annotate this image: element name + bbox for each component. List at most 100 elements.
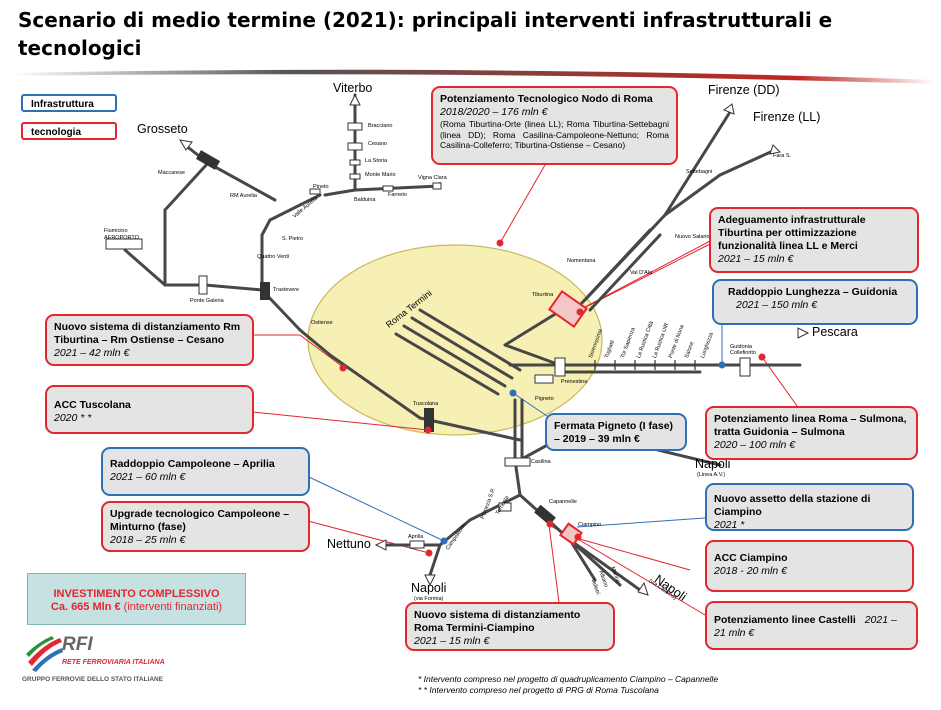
box-subtitle: 2021 – 60 mln € <box>110 471 186 483</box>
box-title: ACC Tuscolana <box>54 399 131 411</box>
station-s-pietro: S. Pietro <box>282 236 304 242</box>
box-title: Adeguamento infrastrutturale Tiburtina p… <box>718 214 866 252</box>
station-val-d-ala: Val D'Ala <box>630 270 653 276</box>
box-acc-ciampino: ACC Ciampino 2018 - 20 mln € <box>705 540 914 592</box>
box-fermata-pigneto: Fermata Pigneto (I fase) – 2019 – 39 mln… <box>545 413 687 451</box>
box-subtitle: 2021 – 15 mln € <box>414 635 490 647</box>
dest-napoli-av: Napoli <box>695 457 731 471</box>
dest-grosseto: Grosseto <box>137 122 188 136</box>
station-aprilia: Aprilia <box>408 534 424 540</box>
station-monte-mario: Monte Mario <box>365 172 396 178</box>
box-description: (Roma Tiburtina-Orte (linea LL); Roma Ti… <box>440 119 669 150</box>
legend-tecnologia: tecnologia <box>21 122 117 140</box>
dest-napoli-av-sub: (Linea A.V.) <box>697 472 726 478</box>
station-maccarese: Maccarese <box>158 170 185 176</box>
box-title: Nuovo sistema di distanziamento Rm Tibur… <box>54 321 241 346</box>
box-title: ACC Ciampino <box>714 552 788 564</box>
box-title: Nuovo sistema di distanziamento Roma Ter… <box>414 609 581 634</box>
station-capannelle: Capannelle <box>549 499 577 505</box>
station-quattro-venti: Quattro Venti <box>257 254 290 260</box>
box-assetto-ciampino: Nuovo assetto della stazione di Ciampino… <box>705 483 914 531</box>
box-potenziamento-castelli: Potenziamento linee Castelli 2021 – 21 m… <box>705 601 918 650</box>
box-subtitle: 2021 – 21 mln € <box>714 614 897 639</box>
box-adeguamento-tiburtina: Adeguamento infrastrutturale Tiburtina p… <box>709 207 919 273</box>
box-title: Potenziamento linea Roma – Sulmona, trat… <box>714 413 907 438</box>
station-ciampino: Ciampino <box>578 522 602 528</box>
station-cesano: Cesano <box>368 141 387 147</box>
dest-napoli-formia: Napoli <box>411 581 447 595</box>
investimento-amount-bold: Ca. 665 Mln € <box>50 601 121 613</box>
box-subtitle: 2020 * * <box>54 412 92 424</box>
station-fara-s: Fara S. <box>773 153 792 159</box>
station-tuscolana: Tuscolana <box>413 401 439 407</box>
box-subtitle: 2021 * <box>714 519 745 531</box>
fl2-ticks <box>594 360 696 370</box>
box-title: Nuovo assetto della stazione di Ciampino <box>714 493 871 518</box>
box-subtitle: 2021 – 15 mln € <box>718 253 794 265</box>
station-bracciano: Bracciano <box>368 123 393 129</box>
box-subtitle: 2018 – 25 mln € <box>110 534 186 546</box>
station-farneto: Farneto <box>388 192 407 198</box>
station-settebagni: Settebagni <box>686 169 713 175</box>
box-subtitle: 2018/2020 – 176 mln € <box>440 106 548 118</box>
rfi-logo-mark <box>26 636 63 672</box>
station-prenestina: Prenestina <box>561 379 588 385</box>
page-title: Scenario di medio termine (2021): princi… <box>18 8 833 60</box>
destination-arrows <box>179 93 810 596</box>
box-title: Raddoppio Lunghezza – Guidonia <box>728 286 898 298</box>
tiburtina-station-hatch <box>548 289 588 329</box>
station-vigna-clara: Vigna Clara <box>418 175 447 181</box>
station-rm-aurelia: RM Aurelia <box>230 193 257 199</box>
footnote-1: * Intervento compreso nel progetto di qu… <box>418 674 719 684</box>
investimento-title: INVESTIMENTO COMPLESSIVO <box>53 588 220 600</box>
box-title: Upgrade tecnologico Campoleone – Minturn… <box>110 508 290 533</box>
station-nodes-dark <box>195 150 556 526</box>
station-tiburtina: Tiburtina <box>532 292 554 298</box>
station-fiumicino: Fiumicino AEROPORTO <box>104 228 139 241</box>
station-pigneto: Pigneto <box>535 396 554 402</box>
box-subtitle: 2021 – 42 mln € <box>54 347 130 359</box>
footnotes: * Intervento compreso nel progetto di qu… <box>418 674 718 696</box>
box-potenziamento-nodo: Potenziamento Tecnologico Nodo di Roma 2… <box>431 86 678 165</box>
dest-firenze-dd: Firenze (DD) <box>708 83 780 97</box>
rfi-logo-group: GRUPPO FERROVIE DELLO STATO ITALIANE <box>22 676 164 683</box>
station-nomentana: Nomentana <box>567 258 596 264</box>
station-ostiense: Ostiense <box>311 320 333 326</box>
intervention-dots-red <box>339 239 766 557</box>
box-subtitle: 2018 - 20 mln € <box>714 565 787 577</box>
box-potenziamento-sulmona: Potenziamento linea Roma – Sulmona, trat… <box>705 406 918 460</box>
box-title: Fermata Pigneto (I fase) – 2019 – 39 mln… <box>554 420 674 445</box>
station-casilina: Casilina <box>531 459 551 465</box>
dest-pescara: Pescara <box>812 325 858 339</box>
dest-viterbo: Viterbo <box>333 81 373 95</box>
dest-firenze-ll: Firenze (LL) <box>753 110 821 124</box>
header-rule <box>10 69 935 84</box>
box-distanziamento-ciampino: Nuovo sistema di distanziamento Roma Ter… <box>405 602 615 651</box>
investimento-amount: Ca. 665 Mln € (interventi finanziati) <box>28 601 245 614</box>
box-raddoppio-lunghezza: Raddoppio Lunghezza – Guidonia 2021 – 15… <box>712 279 918 325</box>
box-distanziamento-tiburtina: Nuovo sistema di distanziamento Rm Tibur… <box>45 314 254 366</box>
rail-tracks <box>123 93 802 592</box>
station-guidonia: Guidonia Collefiorito <box>730 344 756 356</box>
station-nuovo-salario: Nuovo Salario <box>675 234 710 240</box>
investimento-complessivo: INVESTIMENTO COMPLESSIVO Ca. 665 Mln € (… <box>27 573 246 625</box>
legend-infrastruttura: Infrastruttura <box>21 94 117 112</box>
box-title: Raddoppio Campoleone – Aprilia <box>110 458 275 470</box>
box-title: Potenziamento Tecnologico Nodo di Roma <box>440 93 653 105</box>
station-trastevere: Trastevere <box>273 287 300 293</box>
rfi-logo-sub: RETE FERROVIARIA ITALIANA <box>62 659 165 666</box>
box-subtitle: 2020 – 100 mln € <box>714 439 796 451</box>
box-acc-tuscolana: ACC Tuscolana 2020 * * <box>45 385 254 434</box>
station-markers <box>105 122 751 549</box>
intervention-dots-blue <box>440 361 726 545</box>
box-raddoppio-campoleone: Raddoppio Campoleone – Aprilia 2021 – 60… <box>101 447 310 496</box>
station-pineto: Pineto <box>313 184 329 190</box>
dest-nettuno: Nettuno <box>327 537 371 551</box>
box-title: Potenziamento linee Castelli <box>714 614 856 626</box>
station-la-storia: La Storia <box>365 158 388 164</box>
roma-node-area <box>307 244 603 436</box>
station-ponte-galeria: Ponte Galeria <box>190 298 224 304</box>
box-subtitle: 2021 – 150 mln € <box>736 299 818 311</box>
station-balduina: Balduina <box>354 197 376 203</box>
